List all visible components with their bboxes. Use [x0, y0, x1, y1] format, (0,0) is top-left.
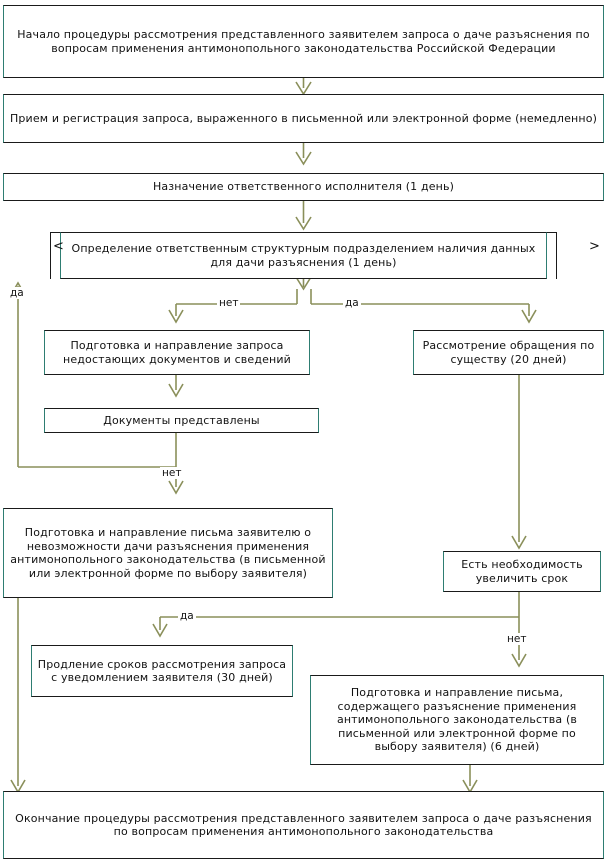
node-docs-provided[interactable]: Документы представлены	[44, 408, 319, 433]
node-assign-executor[interactable]: Назначение ответственного исполнителя (1…	[3, 173, 604, 201]
node-review-on-merits[interactable]: Рассмотрение обращения по существу (20 д…	[413, 330, 604, 375]
node-decision-data-available[interactable]: Определение ответственным структурным по…	[60, 232, 547, 279]
node-receive-register[interactable]: Прием и регистрация запроса, выраженного…	[3, 94, 604, 143]
edge-label-net-to-request-docs: нет	[217, 297, 241, 309]
node-send-clarification[interactable]: Подготовка и направление письма, содержа…	[310, 675, 604, 765]
decision-caret-right: >	[589, 239, 600, 254]
edge-label-da-extend: да	[178, 610, 196, 622]
arrowhead-send-clarification	[511, 653, 527, 668]
node-impossible-letter[interactable]: Подготовка и направление письма заявител…	[3, 508, 333, 598]
edge-label-net-extend: нет	[505, 633, 529, 645]
arrowhead-impossible-letter	[168, 480, 184, 495]
node-start[interactable]: Начало процедуры рассмотрения представле…	[3, 5, 604, 78]
decision-caret-left: <	[53, 239, 64, 254]
node-extend-term[interactable]: Продление сроков рассмотрения запроса с …	[31, 645, 293, 697]
edge-label-da-to-review: да	[343, 297, 361, 309]
arrowhead-request-docs	[168, 309, 184, 324]
arrowhead-review-merits	[521, 309, 537, 324]
arrowhead-extend-term	[152, 623, 168, 638]
edge-label-da-left-loop: да	[8, 287, 26, 299]
arrowhead-docs-provided	[168, 383, 184, 398]
node-end[interactable]: Окончание процедуры рассмотрения предста…	[3, 791, 604, 859]
arrowhead-need-extension	[511, 535, 527, 550]
edge-label-net-docs-provided: нет	[160, 467, 184, 479]
node-request-missing-docs[interactable]: Подготовка и направление запроса недоста…	[44, 330, 310, 375]
decision-outer-frame	[50, 232, 557, 279]
arrowhead-assign	[295, 151, 312, 166]
arrowhead-receive	[295, 81, 312, 96]
node-need-extension[interactable]: Есть необходимость увеличить срок	[443, 551, 601, 592]
arrowhead-decision	[295, 216, 312, 231]
